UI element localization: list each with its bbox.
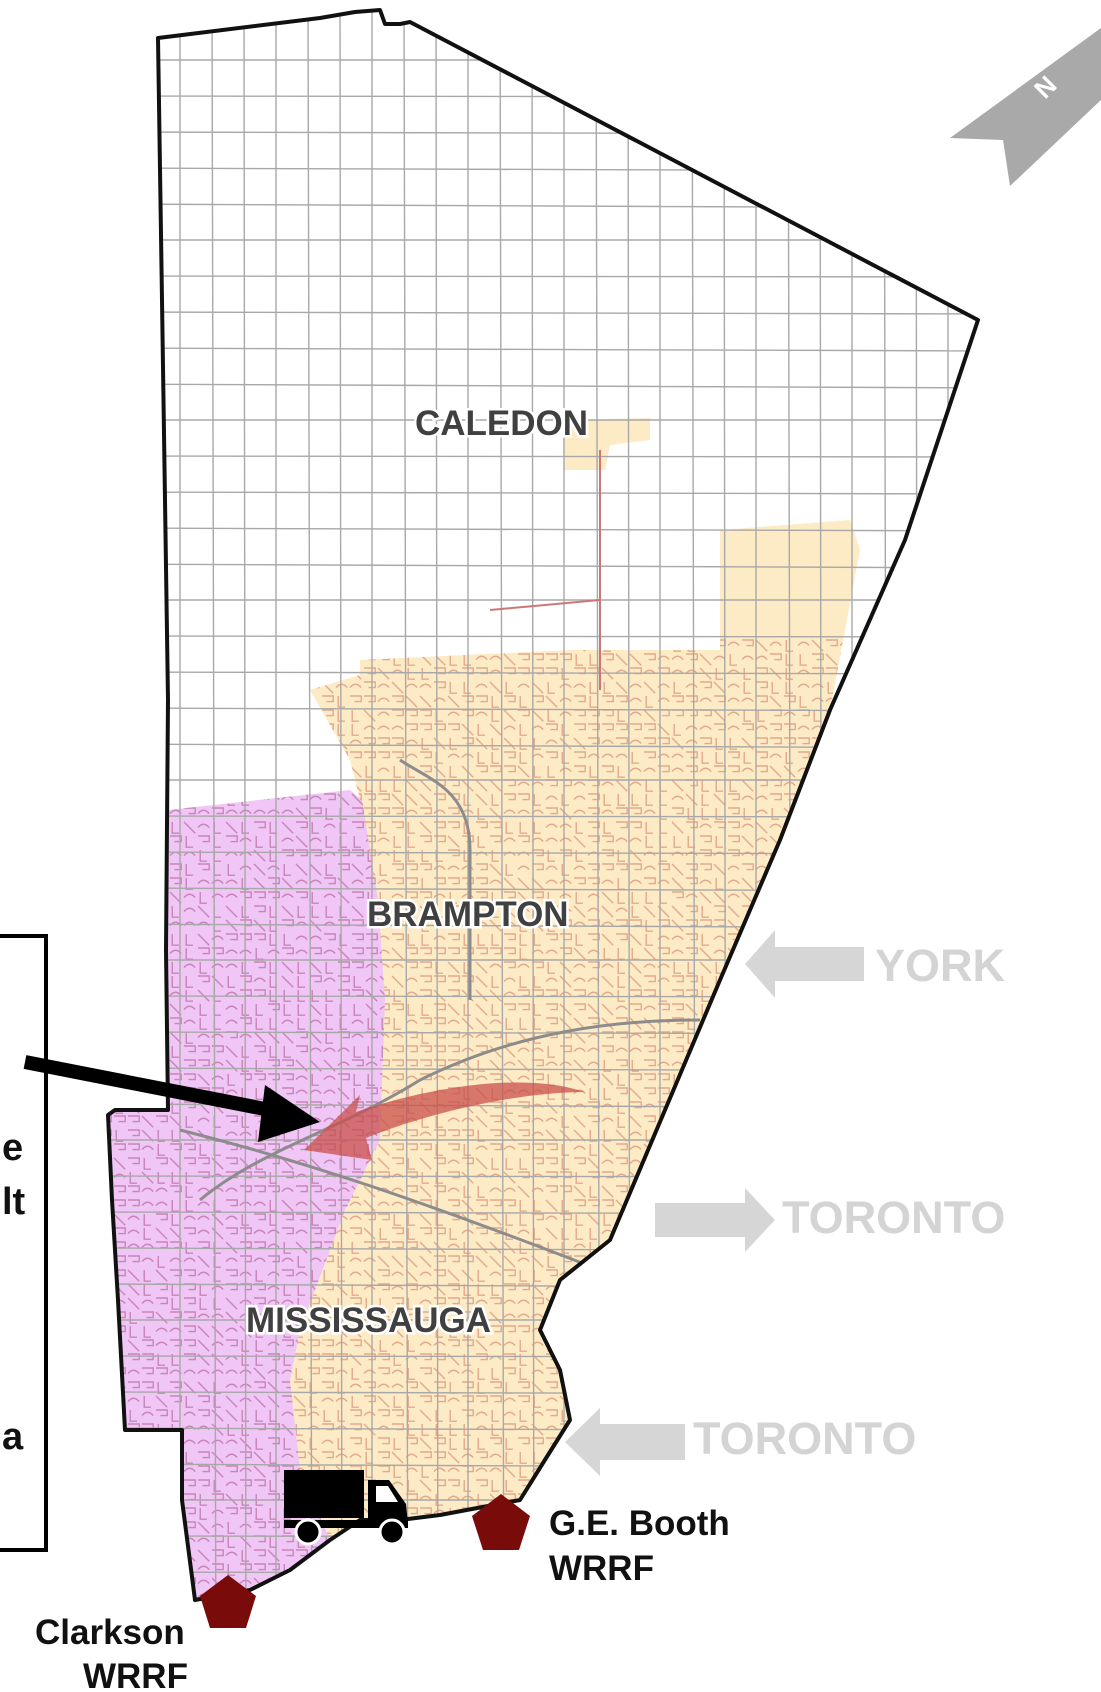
- brampton-label: BRAMPTON: [367, 895, 569, 934]
- toronto-indicator-2: TORONTO: [565, 1408, 916, 1476]
- toronto-indicator-1: TORONTO: [655, 1188, 1005, 1252]
- region-boundary: [106, 8, 980, 1602]
- york-arrow-icon: [745, 930, 864, 998]
- highway-410: [399, 758, 472, 1000]
- truck-icon: [284, 1470, 408, 1546]
- mississauga-label: MISSISSAUGA: [246, 1301, 491, 1340]
- highway-401: [179, 1128, 601, 1272]
- highways: [179, 758, 701, 1272]
- ge-booth-label-line2: WRRF: [549, 1549, 654, 1588]
- callout-fragment-1: e: [2, 1127, 23, 1169]
- ge-booth-facility: G.E. Booth WRRF: [472, 1494, 730, 1588]
- flow-arrow: [304, 1082, 585, 1160]
- toronto-arrow-icon-1: [655, 1188, 775, 1252]
- toronto-arrow-icon-2: [565, 1408, 685, 1476]
- highway-407: [199, 1018, 701, 1202]
- york-indicator: YORK: [745, 930, 1006, 998]
- clarkson-facility: Clarkson WRRF: [35, 1575, 256, 1692]
- ge-booth-label-line1: G.E. Booth: [549, 1504, 730, 1543]
- clarkson-label-line2: WRRF: [83, 1657, 188, 1692]
- callout-fragment-3: a: [2, 1416, 24, 1458]
- toronto-label-2: TORONTO: [693, 1413, 916, 1464]
- pentagon-icon: [472, 1494, 530, 1550]
- callout-box: e lt a: [0, 934, 48, 1552]
- pointer-arrow: [23, 1055, 320, 1142]
- clarkson-label-line1: Clarkson: [35, 1613, 185, 1652]
- pentagon-icon: [200, 1575, 256, 1628]
- toronto-label-1: TORONTO: [782, 1192, 1005, 1243]
- north-arrow-icon: N: [950, 28, 1101, 186]
- callout-fragment-2: lt: [2, 1181, 26, 1223]
- york-label: YORK: [875, 940, 1006, 991]
- caledon-label: CALEDON: [415, 404, 588, 443]
- caledon-red-road: [489, 450, 601, 690]
